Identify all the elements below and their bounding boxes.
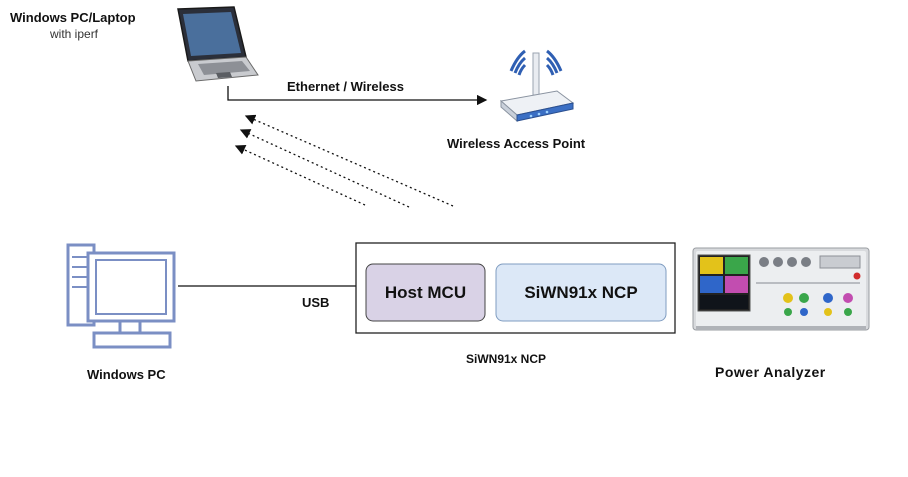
desktop-pc-icon xyxy=(64,243,180,351)
laptop-icon xyxy=(172,5,260,85)
host-mcu-box xyxy=(365,263,486,322)
usb-label: USB xyxy=(302,295,330,310)
siwn91x-ncp-label: SiWN91x NCP xyxy=(524,282,638,302)
iperf-traffic-arrow-1 xyxy=(244,114,454,207)
ncp-board-caption: SiWN91x NCP xyxy=(466,352,547,366)
laptop-title: Windows PC/Laptop xyxy=(10,10,136,25)
power-analyzer-label: Power Analyzer xyxy=(715,364,826,380)
iperf-traffic-arrow-2 xyxy=(239,129,410,208)
access-point-label: Wireless Access Point xyxy=(447,136,586,151)
host-mcu-label: Host MCU xyxy=(384,282,467,302)
siwn91x-ncp-box xyxy=(495,263,667,322)
ethernet-wireless-link xyxy=(227,86,488,106)
windows-pc-label: Windows PC xyxy=(87,367,166,382)
laptop-subtitle: with iperf xyxy=(50,27,99,41)
wireless-router-icon xyxy=(495,45,577,125)
ethernet-wireless-label: Ethernet / Wireless xyxy=(287,79,404,94)
power-analyzer-icon xyxy=(692,246,870,334)
iperf-traffic-arrow-3 xyxy=(234,145,366,206)
